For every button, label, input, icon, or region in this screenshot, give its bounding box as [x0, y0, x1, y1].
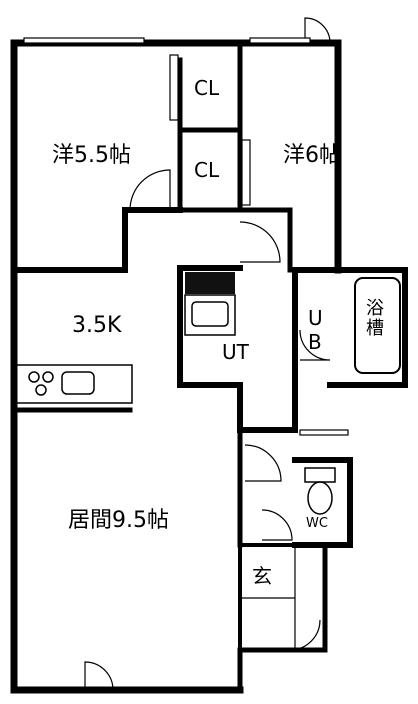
room-label-unit-bath-u: U	[308, 306, 323, 330]
interior-wall	[292, 457, 353, 548]
outer-wall	[237, 542, 328, 693]
room-label-bathtub: 浴槽	[363, 298, 384, 338]
room-label-western1: 洋5.5帖	[52, 143, 131, 168]
interior-wall	[177, 265, 298, 433]
toilet-fixture	[304, 467, 336, 515]
door-swing	[129, 169, 171, 211]
room-label-western2: 洋6帖	[283, 143, 341, 168]
room-label-living: 居間9.5帖	[68, 508, 169, 533]
door-swing	[261, 509, 293, 541]
door-swing	[239, 221, 281, 263]
room-label-entrance: 玄	[252, 564, 272, 588]
window	[23, 37, 145, 44]
interior-wall	[237, 207, 293, 273]
washer-space	[184, 294, 236, 336]
room-label-closet2: CL	[194, 158, 220, 182]
room-label-utility: UT	[222, 340, 249, 364]
bathtub	[354, 277, 401, 374]
kitchen-counter	[13, 364, 133, 404]
door-swing	[299, 329, 331, 361]
room-label-unit-bath-b: B	[308, 330, 322, 354]
room-label-kitchen: 3.5K	[72, 313, 122, 338]
door-swing	[244, 444, 282, 482]
door-swing	[84, 661, 114, 691]
room-label-toilet: WC	[306, 516, 328, 531]
door-swing	[304, 17, 331, 44]
utility-sink	[191, 301, 229, 327]
window	[299, 429, 349, 436]
window	[249, 37, 311, 44]
closet-door-mark	[169, 54, 179, 121]
closet-door-mark	[241, 139, 251, 206]
interior-wall	[11, 207, 183, 273]
utility-dark-block	[185, 272, 235, 294]
outer-wall	[292, 267, 408, 388]
room-label-closet1: CL	[194, 76, 220, 100]
